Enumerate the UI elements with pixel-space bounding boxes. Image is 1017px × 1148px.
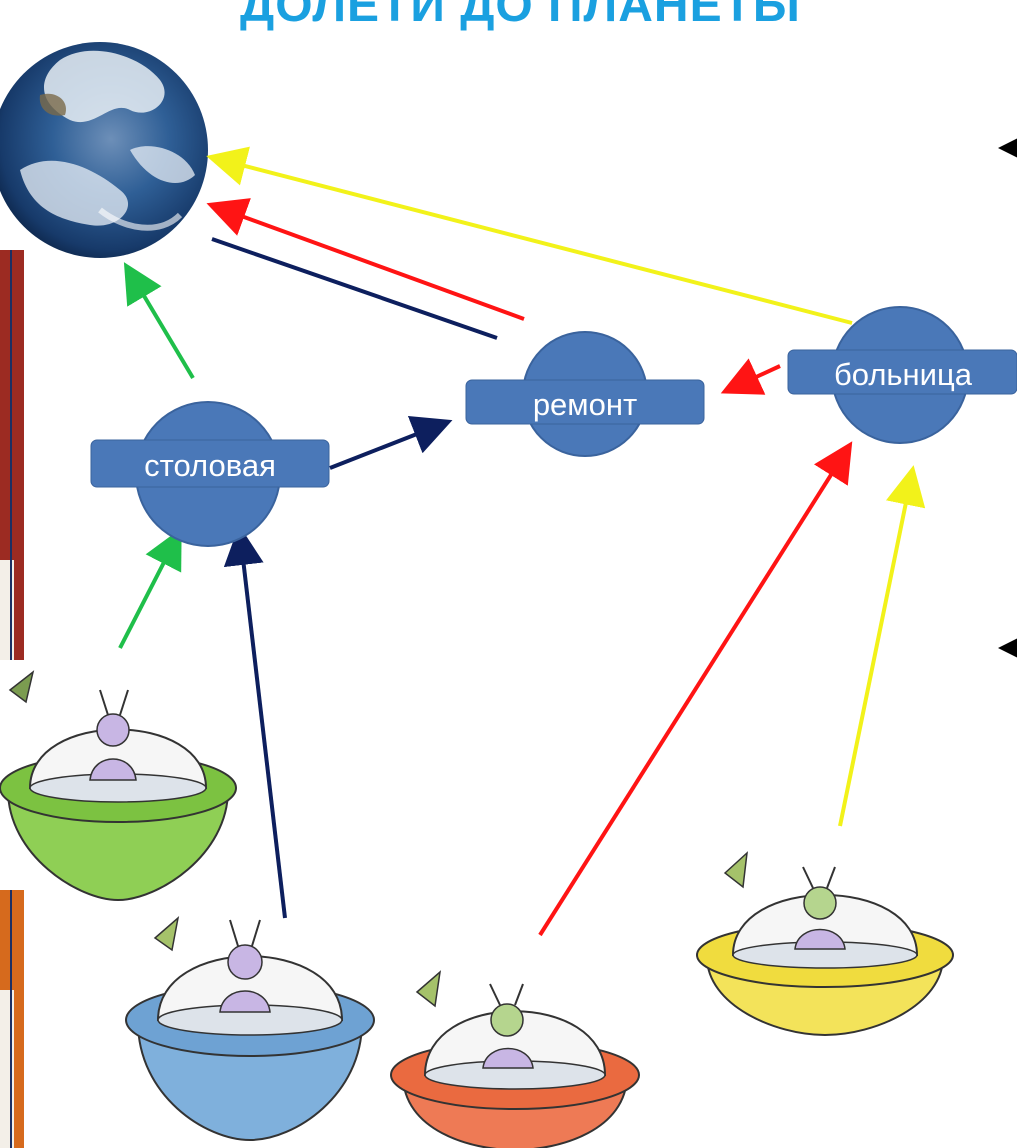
route-green-to-earth: [123, 262, 195, 380]
route-navy-to-earth: [211, 237, 498, 340]
route-green-to-canteen: [118, 527, 182, 649]
slide-title: ДОЛЕТИ ДО ПЛАНЕТЫ: [240, 0, 801, 32]
station-canteen: столовая: [90, 401, 330, 547]
station-label-canteen: столовая: [144, 448, 276, 483]
yellow-ufo-icon: [696, 851, 954, 1037]
route-red-to-hospital: [538, 441, 853, 937]
station-hospital: больница: [787, 306, 1017, 444]
green-ufo-icon: [0, 670, 237, 902]
earth-icon: [0, 42, 208, 258]
route-yellow-to-earth: [206, 146, 853, 325]
station-repair: ремонт: [465, 331, 705, 457]
station-label-hospital: больница: [834, 357, 973, 392]
left-decor-strip: [0, 250, 24, 1148]
route-red-to-earth: [206, 198, 525, 321]
station-label-repair: ремонт: [533, 387, 637, 422]
routes: [118, 146, 926, 937]
route-yellow-to-hospital: [838, 465, 926, 827]
route-navy-to-canteen: [223, 525, 287, 919]
route-navy-to-repair: [329, 416, 453, 470]
blue-ufo-icon: [125, 916, 375, 1142]
red-ufo-icon: [390, 970, 640, 1148]
route-red-to-repair: [720, 358, 781, 395]
